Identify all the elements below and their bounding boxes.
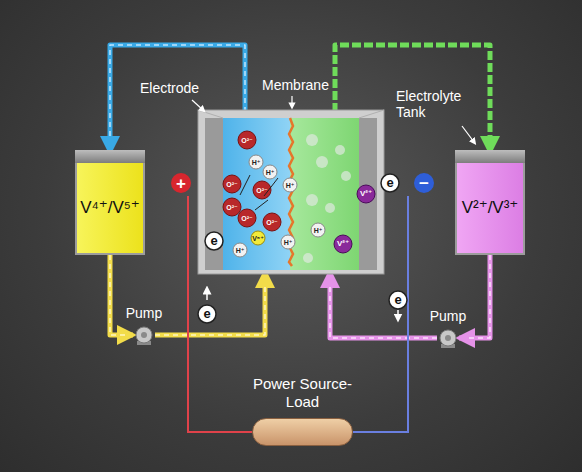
tank-label: V⁴⁺/V⁵⁺ xyxy=(80,197,140,218)
ion-label: O²⁻ xyxy=(241,215,252,222)
pipe-connector-group xyxy=(459,255,490,338)
tank-cap xyxy=(75,150,145,163)
leader-line xyxy=(192,100,203,110)
electron-arrow xyxy=(397,310,399,318)
ion-label: V²⁺ xyxy=(360,190,372,198)
pump: Pump xyxy=(437,328,459,348)
pipe-connector xyxy=(110,255,133,335)
pump: Pump xyxy=(133,325,155,345)
plus-terminal xyxy=(171,173,191,193)
electron: e xyxy=(210,234,217,247)
ion-label: O²⁻ xyxy=(266,219,277,226)
ion-label: V²⁺ xyxy=(337,240,349,248)
electrolyte-tank: V⁴⁺/V⁵⁺ xyxy=(75,150,145,255)
ion-label: H⁺ xyxy=(284,239,293,246)
part-label: Electrode xyxy=(140,80,199,96)
electron: e xyxy=(394,293,401,306)
pipe xyxy=(110,45,490,338)
pump-label: Pump xyxy=(430,308,467,324)
power-source-load: Power Source-Load xyxy=(252,418,353,446)
pump-symbol xyxy=(133,325,155,345)
tank-label: V²⁺/V³⁺ xyxy=(462,197,519,218)
electron: e xyxy=(386,176,393,189)
tank-cap xyxy=(455,150,525,163)
ion-label: H⁺ xyxy=(236,247,245,254)
pipe-connector xyxy=(459,255,490,338)
cell xyxy=(198,110,384,274)
pump-symbol xyxy=(437,328,459,348)
terminal-sign: − xyxy=(419,175,429,192)
electron-arrow xyxy=(206,290,208,300)
ion-label: O²⁻ xyxy=(226,204,237,211)
electrolyte-tank: V²⁺/V³⁺ xyxy=(455,150,525,255)
pipe-connector-group xyxy=(110,255,133,335)
leader-line xyxy=(291,96,292,106)
leader-line xyxy=(462,126,474,142)
electron-symbol xyxy=(198,174,407,323)
electron: e xyxy=(203,307,210,320)
part-label: Membrane xyxy=(262,77,329,93)
ion-label: O²⁻ xyxy=(241,137,252,144)
ion-label: O²⁻ xyxy=(226,181,237,188)
pipe-flow-dashes xyxy=(467,255,490,338)
terminal-sign: + xyxy=(176,175,186,192)
ion-label: H⁺ xyxy=(252,159,261,166)
load-label: Power Source-Load xyxy=(248,375,358,411)
ion-label: O²⁻ xyxy=(256,187,267,194)
ion-label: V⁵⁺ xyxy=(252,235,264,242)
part-label: Electrolyte Tank xyxy=(396,88,462,120)
minus-terminal xyxy=(414,173,434,193)
ion-label: H⁺ xyxy=(266,169,275,176)
pipe-flow-dashes xyxy=(110,255,125,335)
ion-label: H⁺ xyxy=(314,227,323,234)
pump-label: Pump xyxy=(126,305,163,321)
ion-label: H⁺ xyxy=(286,182,295,189)
